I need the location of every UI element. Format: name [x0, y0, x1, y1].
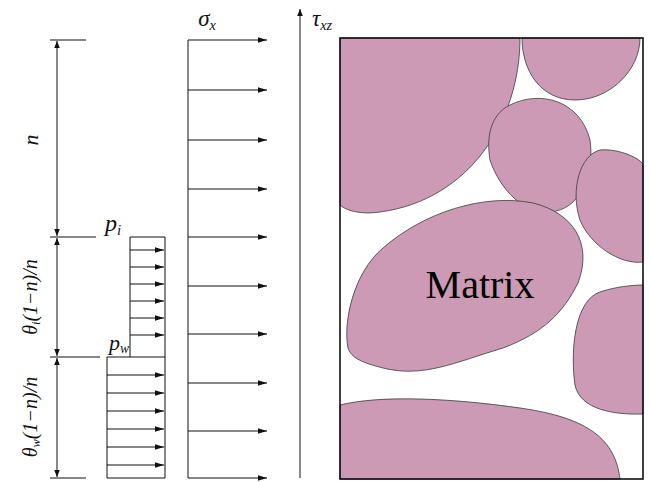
- pressure-ice: [107, 237, 165, 478]
- ice-pressure-label: pi: [105, 211, 121, 235]
- dimension-lines: [50, 40, 100, 478]
- shear-arrow: [300, 9, 301, 478]
- matrix-grain: Matrix: [340, 192, 596, 376]
- grain-label: Matrix: [426, 265, 535, 305]
- water-fraction-label: θw(1−n)/n: [20, 377, 40, 457]
- sample-frame: [340, 38, 643, 479]
- normal-stress: [188, 40, 267, 478]
- ice-fraction-label: θi(1−n)/n: [20, 259, 40, 335]
- normal-stress-label: σx: [198, 7, 216, 30]
- water-pressure-label: pw: [109, 332, 129, 354]
- porosity-label: n: [19, 135, 41, 146]
- grains: [340, 38, 643, 479]
- shear-stress-label: τxz: [312, 7, 332, 30]
